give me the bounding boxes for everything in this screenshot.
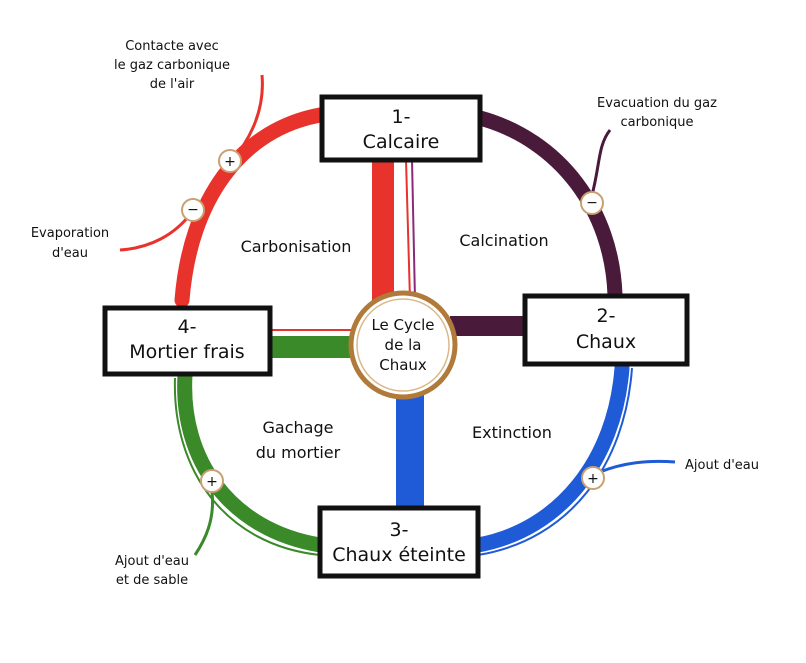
phase-extinction: Extinction [472, 423, 552, 442]
node-calcaire-label: Calcaire [363, 131, 440, 153]
marker-ajout-eau-sign: + [587, 471, 599, 487]
spoke-green [270, 336, 360, 358]
center-line3: Chaux [379, 356, 427, 374]
note-ajout-eau-sable-line1: Ajout d'eau [115, 554, 189, 569]
spoke-red-thin [405, 159, 411, 301]
arc-green-thin [173, 377, 321, 556]
arc-blue-thin [477, 367, 633, 556]
node-chaux-eteinte-label: Chaux éteinte [332, 544, 466, 566]
marker-ajout-eau-sable-sign: + [206, 474, 218, 490]
leader-ajout-eau-sable [193, 491, 215, 556]
leader-ajout-eau [599, 459, 676, 474]
node-chaux-label: Chaux [576, 331, 636, 353]
marker-evaporation [181, 198, 205, 222]
spoke-purple-thin [411, 159, 416, 301]
node-chaux-eteinte-num: 3- [390, 519, 409, 541]
node-chaux-eteinte: 3- Chaux éteinte [317, 505, 481, 579]
note-ajout-eau-line1: Ajout d'eau [685, 458, 759, 473]
phase-gachage-line1: Gachage [263, 418, 334, 437]
marker-contacte [218, 149, 242, 173]
note-ajout-eau-sable-line2: et de sable [116, 573, 188, 588]
center-ring-inner [356, 298, 450, 392]
node-chaux-num: 2- [597, 305, 616, 327]
note-evaporation-line2: d'eau [52, 246, 88, 261]
node-mortier-frais-label: Mortier frais [129, 341, 244, 363]
arc-purple [472, 110, 623, 303]
note-evaporation-line1: Evaporation [31, 226, 109, 241]
marker-contacte-sign: + [224, 154, 236, 170]
node-chaux: 2- Chaux [522, 293, 690, 367]
center-line2: de la [385, 336, 422, 354]
note-contacte-line2: le gaz carbonique [114, 58, 230, 73]
node-mortier-frais: 4- Mortier frais [102, 305, 273, 377]
phase-calcination: Calcination [459, 231, 548, 250]
marker-ajout-eau [581, 466, 605, 490]
spoke-red [372, 160, 394, 300]
marker-ajout-eau-sable [200, 469, 224, 493]
phase-carbonisation: Carbonisation [241, 237, 352, 256]
node-calcaire: 1- Calcaire [319, 94, 483, 163]
marker-evacuation [580, 191, 604, 215]
phase-gachage-line2: du mortier [256, 443, 341, 462]
node-mortier-frais-num: 4- [178, 316, 197, 338]
spoke-purple [450, 316, 525, 336]
note-contacte-line1: Contacte avec [125, 39, 219, 54]
node-calcaire-num: 1- [392, 106, 411, 128]
note-evacuation-line1: Evacuation du gaz [597, 96, 717, 111]
marker-evacuation-sign: − [586, 195, 598, 211]
spoke-blue [396, 388, 424, 510]
note-evacuation-line2: carbonique [620, 115, 693, 130]
marker-evaporation-sign: − [187, 202, 199, 218]
center-line1: Le Cycle [371, 316, 434, 334]
leader-evacuation [590, 129, 612, 196]
arc-blue [470, 360, 630, 553]
arc-red [174, 107, 328, 308]
leader-evaporation [119, 211, 194, 252]
center-ring [348, 290, 458, 400]
note-contacte-line3: de l'air [150, 77, 195, 92]
